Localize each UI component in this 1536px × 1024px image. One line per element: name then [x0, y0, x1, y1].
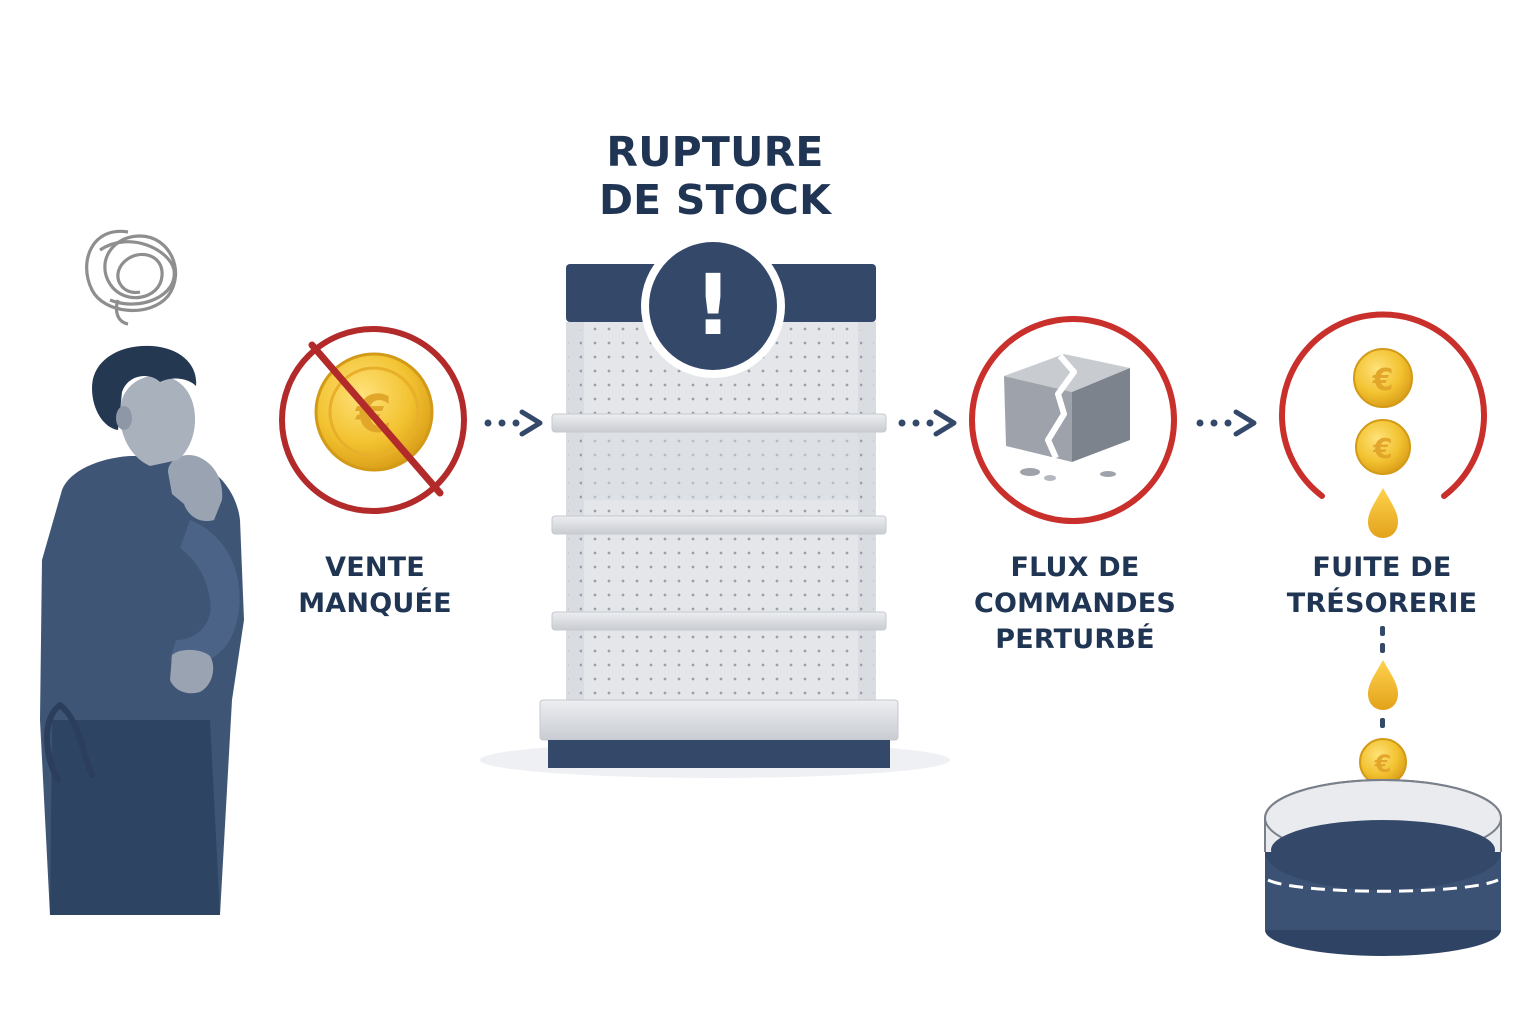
dripping-coins-icon: € €	[1279, 311, 1487, 538]
title-line-2: DE STOCK	[598, 176, 832, 224]
step-label-vente-manquee: VENTE MANQUÉE	[255, 550, 495, 622]
treasury-basin-icon	[1264, 779, 1502, 956]
step-label-line: MANQUÉE	[298, 588, 452, 619]
broken-box-icon	[969, 316, 1177, 524]
step-label-line: TRÉSORERIE	[1286, 588, 1478, 619]
empty-shelf-icon: !	[480, 234, 950, 778]
step-label-line: FLUX DE	[1010, 552, 1140, 583]
worried-shopkeeper-icon	[40, 229, 244, 915]
coin-symbol: €	[1372, 363, 1394, 398]
crossed-coin-icon: €	[279, 326, 467, 514]
coin-symbol: €	[1374, 750, 1392, 778]
alert-symbol: !	[694, 256, 732, 354]
step-label-line: FUITE DE	[1312, 552, 1452, 583]
step-label-line: PERTURBÉ	[995, 624, 1155, 655]
flow-arrow-icon	[898, 409, 957, 437]
flow-arrow-icon	[484, 409, 543, 437]
exclamation-alert-icon: !	[641, 234, 785, 378]
page-title: RUPTURE DE STOCK	[545, 128, 885, 224]
stress-scribble-icon	[85, 229, 178, 326]
coin-symbol: €	[1372, 432, 1392, 465]
step-label-line: VENTE	[325, 552, 425, 583]
title-line-1: RUPTURE	[606, 128, 824, 176]
step-label-line: COMMANDES	[973, 588, 1177, 619]
flow-arrow-icon	[1196, 409, 1257, 437]
step-label-flux-commandes: FLUX DE COMMANDES PERTURBÉ	[955, 550, 1195, 658]
step-label-fuite-tresorerie: FUITE DE TRÉSORERIE	[1262, 550, 1502, 622]
